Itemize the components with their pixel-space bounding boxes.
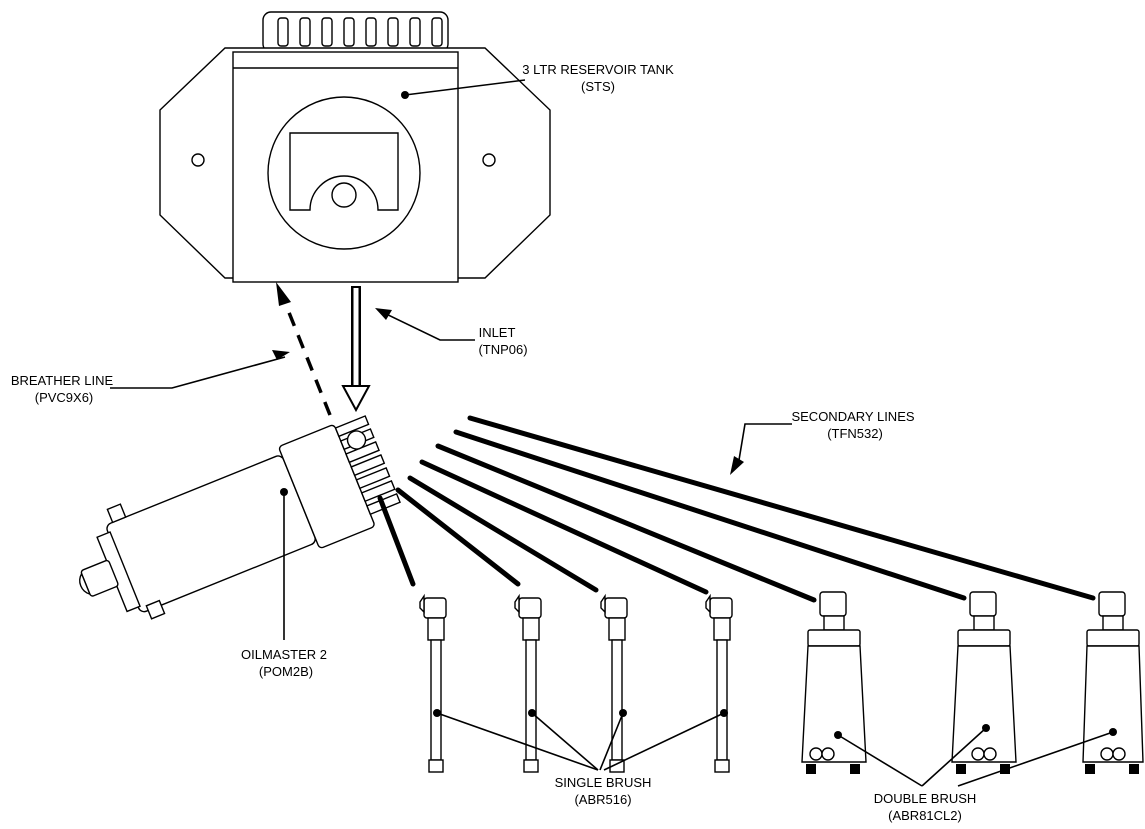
single-brush-3 [600,593,628,773]
pump-label-line2: (POM2B) [259,664,313,679]
single-brush-label-line1: SINGLE BRUSH [555,775,652,790]
labels: 3 LTR RESERVOIR TANK (STS) INLET (TNP06)… [11,62,976,823]
secondary-label-line1: SECONDARY LINES [791,409,914,424]
leader-lines [110,79,1114,787]
inlet-arrow [341,286,371,413]
secondary-lines [377,415,1096,603]
oilmaster-pump [79,415,401,620]
single-brush-label-line2: (ABR516) [574,792,631,807]
reservoir-tank [159,11,551,283]
double-brush-2 [951,591,1017,774]
secondary-label-line2: (TFN532) [827,426,883,441]
breather-line-arrow [276,282,332,416]
inlet-label-line2: (TNP06) [478,342,527,357]
double-brush-label-line1: DOUBLE BRUSH [874,791,977,806]
reservoir-label-line2: (STS) [581,79,615,94]
single-brush-4 [705,593,733,773]
inlet-label-line1: INLET [479,325,516,340]
double-brush-label-line2: (ABR81CL2) [888,808,962,823]
pump-label-line1: OILMASTER 2 [241,647,327,662]
breather-label-line2: (PVC9X6) [35,390,94,405]
double-brush-1 [801,591,867,774]
single-brush-2 [514,593,542,773]
double-brush-3 [1082,591,1144,774]
single-brush-1 [419,593,447,773]
reservoir-label-line1: 3 LTR RESERVOIR TANK [522,62,674,77]
breather-label-line1: BREATHER LINE [11,373,114,388]
